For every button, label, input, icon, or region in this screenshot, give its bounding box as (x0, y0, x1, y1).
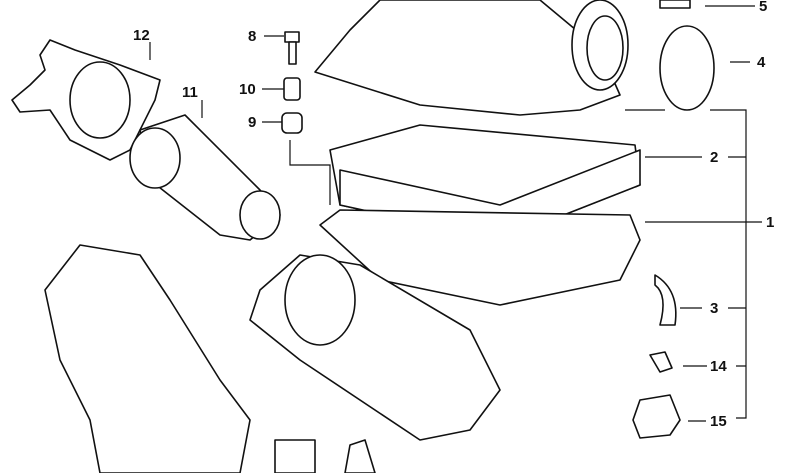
part-15-hose-clamp (632, 394, 681, 439)
part-1-filter-housing-lower (249, 209, 641, 441)
intake-boot (44, 244, 251, 473)
leader-lines (149, 5, 762, 422)
callout-3: 3 (710, 300, 718, 317)
part-3-clamp (654, 274, 677, 326)
part-5-screw (659, 0, 691, 9)
callout-2: 2 (710, 149, 718, 166)
callout-4: 4 (757, 54, 766, 71)
filter-housing-upper (314, 0, 629, 116)
callout-8: 8 (248, 28, 256, 45)
callout-9: 9 (248, 114, 256, 131)
callout-11: 11 (182, 84, 198, 101)
part-9-grommet (281, 112, 303, 134)
part-8-bolt (284, 31, 300, 65)
part-12-bracket (11, 39, 161, 161)
part-14-pin (649, 351, 673, 373)
part-10-bushing (283, 77, 301, 101)
callout-14: 14 (710, 358, 727, 375)
callout-5: 5 (759, 0, 767, 15)
clip-part (274, 439, 316, 473)
callout-1: 1 (766, 214, 774, 231)
callout-12: 12 (133, 27, 150, 44)
cap-part (344, 439, 376, 473)
part-11-air-mass-meter (129, 114, 281, 241)
callout-15: 15 (710, 413, 727, 430)
callout-10: 10 (239, 81, 256, 98)
part-4-seal-ring (659, 25, 715, 111)
